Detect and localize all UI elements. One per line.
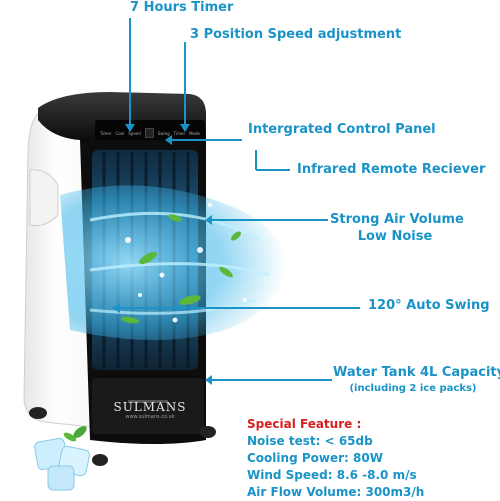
air-flow-wave: [60, 185, 286, 340]
spec-air-flow: Air Flow Volume: 300m3/h: [247, 485, 425, 499]
callout-timer: 7 Hours Timer: [130, 0, 234, 15]
brand-name: SULMANS: [113, 400, 187, 414]
callout-swing: 120° Auto Swing: [368, 298, 490, 313]
leaf-decoration: [121, 214, 241, 324]
snowflake-icon: [125, 203, 247, 323]
callout-speed: 3 Position Speed adjustment: [190, 27, 402, 42]
callout-remote: Infrared Remote Reciever: [297, 162, 486, 177]
callout-control-panel: Intergrated Control Panel: [248, 122, 436, 137]
spec-wind-speed: Wind Speed: 8.6 -8.0 m/s: [247, 468, 417, 482]
special-feature-title: Special Feature :: [247, 417, 362, 431]
callout-water-tank-sub: (including 2 ice packs): [349, 382, 477, 394]
panel-display: [144, 128, 154, 138]
brand-site: www.sulmans.co.uk: [125, 414, 175, 420]
callout-air-volume: Strong Air Volume Low Noise: [330, 212, 464, 246]
panel-button-mode[interactable]: Mode: [189, 130, 200, 136]
control-panel: Timer Cool Speed Swing Timer Mode: [100, 128, 200, 138]
spec-cooling-power: Cooling Power: 80W: [247, 451, 383, 465]
brand-plate: SULMANS www.sulmans.co.uk: [100, 400, 200, 420]
special-feature-block: Special Feature : Noise test: < 65db Coo…: [247, 416, 424, 501]
panel-button-cool[interactable]: Cool: [115, 130, 125, 136]
callout-water-tank-title: Water Tank 4L Capacity: [333, 365, 500, 380]
spec-noise: Noise test: < 65db: [247, 434, 373, 448]
callout-lines: [120, 18, 360, 381]
panel-button-speed[interactable]: Speed: [128, 130, 141, 136]
ice-cube-icon: [34, 426, 90, 491]
panel-button-timer[interactable]: Timer: [100, 130, 112, 136]
callout-air-volume-line1: Strong Air Volume: [330, 212, 464, 227]
callout-air-volume-line2: Low Noise: [357, 228, 433, 244]
panel-button-swing[interactable]: Swing: [157, 130, 170, 136]
callout-water-tank: Water Tank 4L Capacity (including 2 ice …: [333, 365, 500, 395]
panel-button-timer-2[interactable]: Timer: [173, 130, 186, 136]
